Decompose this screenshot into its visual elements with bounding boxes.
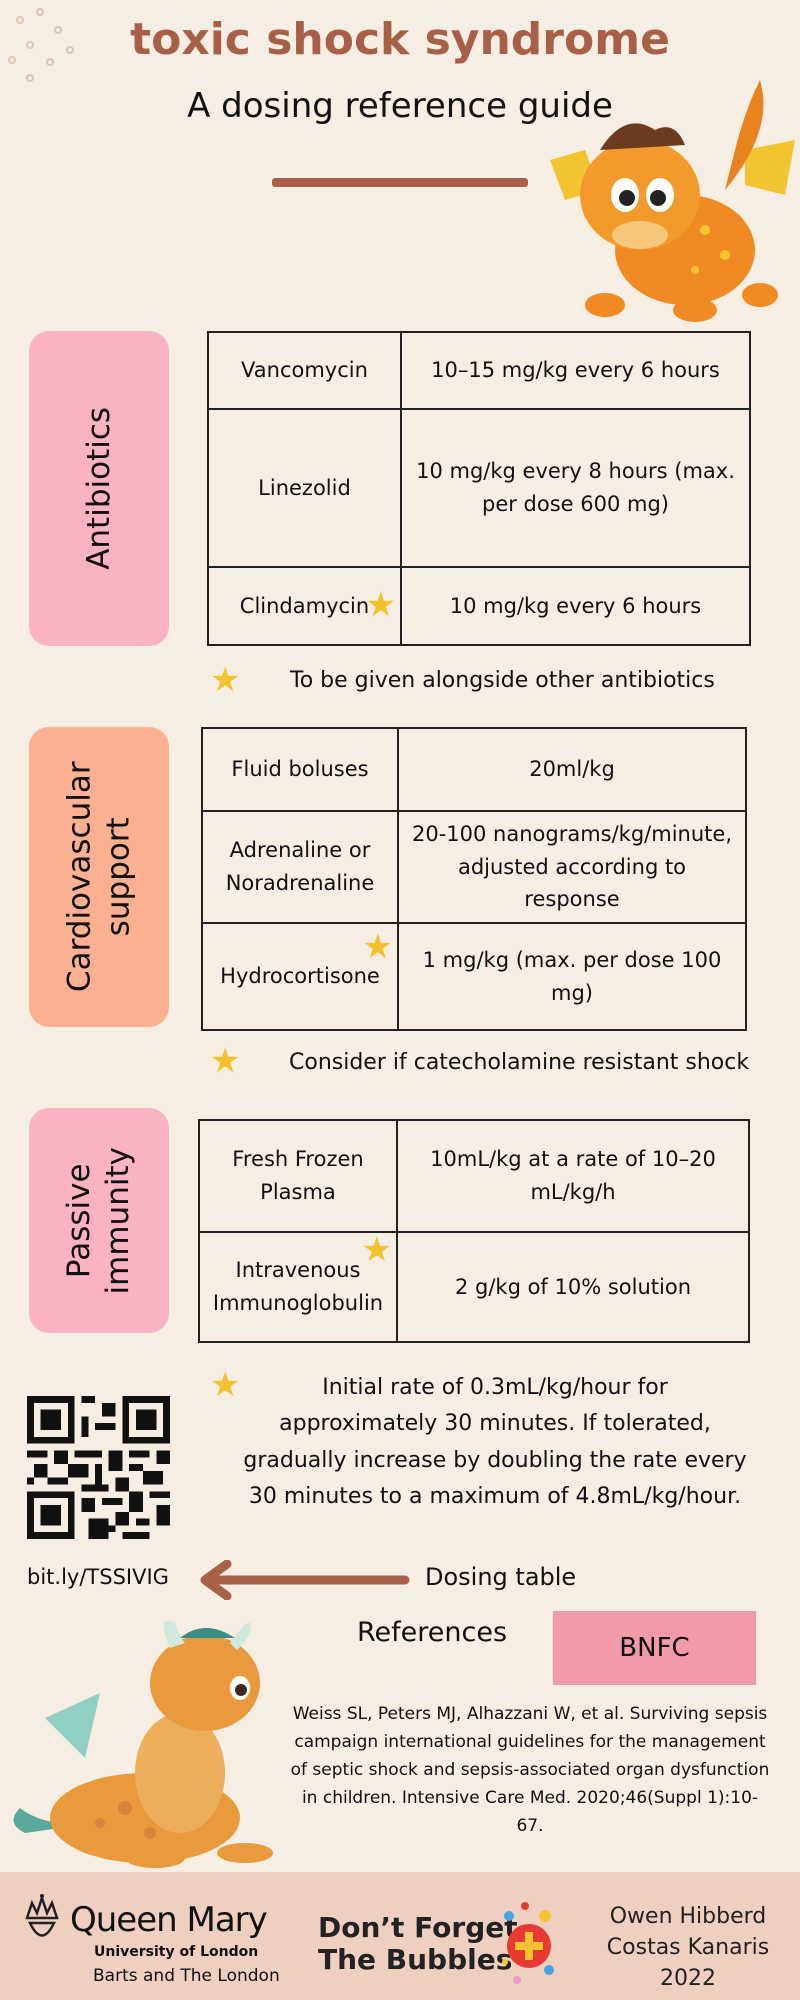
reference-citation: Weiss SL, Peters MJ, Alhazzani W, et al.…: [290, 1704, 770, 1837]
antibiotics-footnote: To be given alongside other antibiotics: [290, 668, 715, 693]
queen-mary-logo-text: Queen Mary: [70, 1900, 268, 1940]
star-icon: ★: [210, 660, 241, 700]
passive-immunity-table: Fresh Frozen Plasma 10mL/kg at a rate of…: [198, 1119, 750, 1343]
drug-name: Fresh Frozen Plasma: [198, 1119, 398, 1233]
drug-dose: 10–15 mg/kg every 6 hours: [400, 331, 751, 410]
bnfc-button[interactable]: BNFC: [553, 1611, 756, 1685]
table-row: Linezolid 10 mg/kg every 8 hours (max. p…: [207, 408, 751, 568]
section-label-antibiotics: Antibiotics: [29, 331, 169, 646]
qr-code-icon[interactable]: [27, 1396, 170, 1539]
dragon-illustration: [13, 1620, 273, 1868]
antibiotics-table: Vancomycin 10–15 mg/kg every 6 hours Lin…: [207, 331, 751, 646]
title-divider: [272, 178, 528, 187]
barts-label: Barts and The London: [93, 1966, 280, 1986]
table-row: Fluid boluses 20ml/kg: [201, 727, 747, 812]
dosing-table-label: Dosing table: [425, 1563, 577, 1591]
authors: Owen Hibberd Costas Kanaris 2022: [606, 1904, 770, 1991]
star-icon: ★: [361, 1230, 392, 1270]
ivig-rate-note: Initial rate of 0.3mL/kg/hour for approx…: [243, 1375, 747, 1509]
drug-name: Vancomycin: [207, 331, 402, 410]
references-heading: References: [357, 1617, 508, 1648]
page-subtitle: A dosing reference guide: [187, 86, 613, 126]
star-icon: ★: [362, 927, 393, 967]
cardiovascular-footnote: Consider if catecholamine resistant shoc…: [289, 1050, 750, 1075]
page-title: toxic shock syndrome: [130, 14, 670, 65]
drug-dose: 10mL/kg at a rate of 10–20 mL/kg/h: [396, 1119, 750, 1233]
star-icon: ★: [210, 1365, 241, 1405]
queen-mary-subtitle: University of London: [94, 1944, 259, 1960]
short-link[interactable]: bit.ly/TSSIVIG: [27, 1565, 169, 1589]
drug-name: Adrenaline or Noradrenaline: [201, 810, 399, 924]
dftb-logo-text: Don’t Forget The Bubbles: [318, 1911, 518, 1977]
drug-dose: 20ml/kg: [397, 727, 747, 812]
drug-dose: 1 mg/kg (max. per dose 100 mg): [397, 922, 747, 1031]
table-row: Hydrocortisone★ 1 mg/kg (max. per dose 1…: [201, 922, 747, 1031]
cardiovascular-table: Fluid boluses 20ml/kg Adrenaline or Nora…: [201, 727, 747, 1031]
drug-dose: 20-100 nanograms/kg/minute, adjusted acc…: [397, 810, 747, 924]
table-row: Vancomycin 10–15 mg/kg every 6 hours: [207, 331, 751, 410]
table-row: Intravenous Immunoglobulin★ 2 g/kg of 10…: [198, 1230, 750, 1343]
bubbles-cross-icon: [502, 1902, 554, 1984]
decorative-dots: [8, 8, 74, 82]
table-row: Fresh Frozen Plasma 10mL/kg at a rate of…: [198, 1119, 750, 1233]
drug-name: Intravenous Immunoglobulin: [212, 1258, 384, 1315]
star-icon: ★: [210, 1041, 241, 1081]
arrow-left-icon: [200, 1560, 410, 1600]
drug-dose: 10 mg/kg every 6 hours: [400, 566, 751, 646]
drug-name: Clindamycin: [239, 593, 370, 618]
footer: [0, 1872, 800, 2000]
star-icon: ★: [365, 585, 396, 625]
drug-name: Linezolid: [207, 408, 402, 568]
drug-name: Hydrocortisone: [220, 964, 380, 989]
drug-dose: 10 mg/kg every 8 hours (max. per dose 60…: [400, 408, 751, 568]
drug-name: Fluid boluses: [201, 727, 399, 812]
table-row: Adrenaline or Noradrenaline 20-100 nanog…: [201, 810, 747, 924]
crown-icon: [25, 1894, 59, 1937]
dragon-illustration: [550, 80, 795, 322]
drug-dose: 2 g/kg of 10% solution: [396, 1231, 750, 1343]
table-row: Clindamycin★ 10 mg/kg every 6 hours: [207, 566, 751, 646]
